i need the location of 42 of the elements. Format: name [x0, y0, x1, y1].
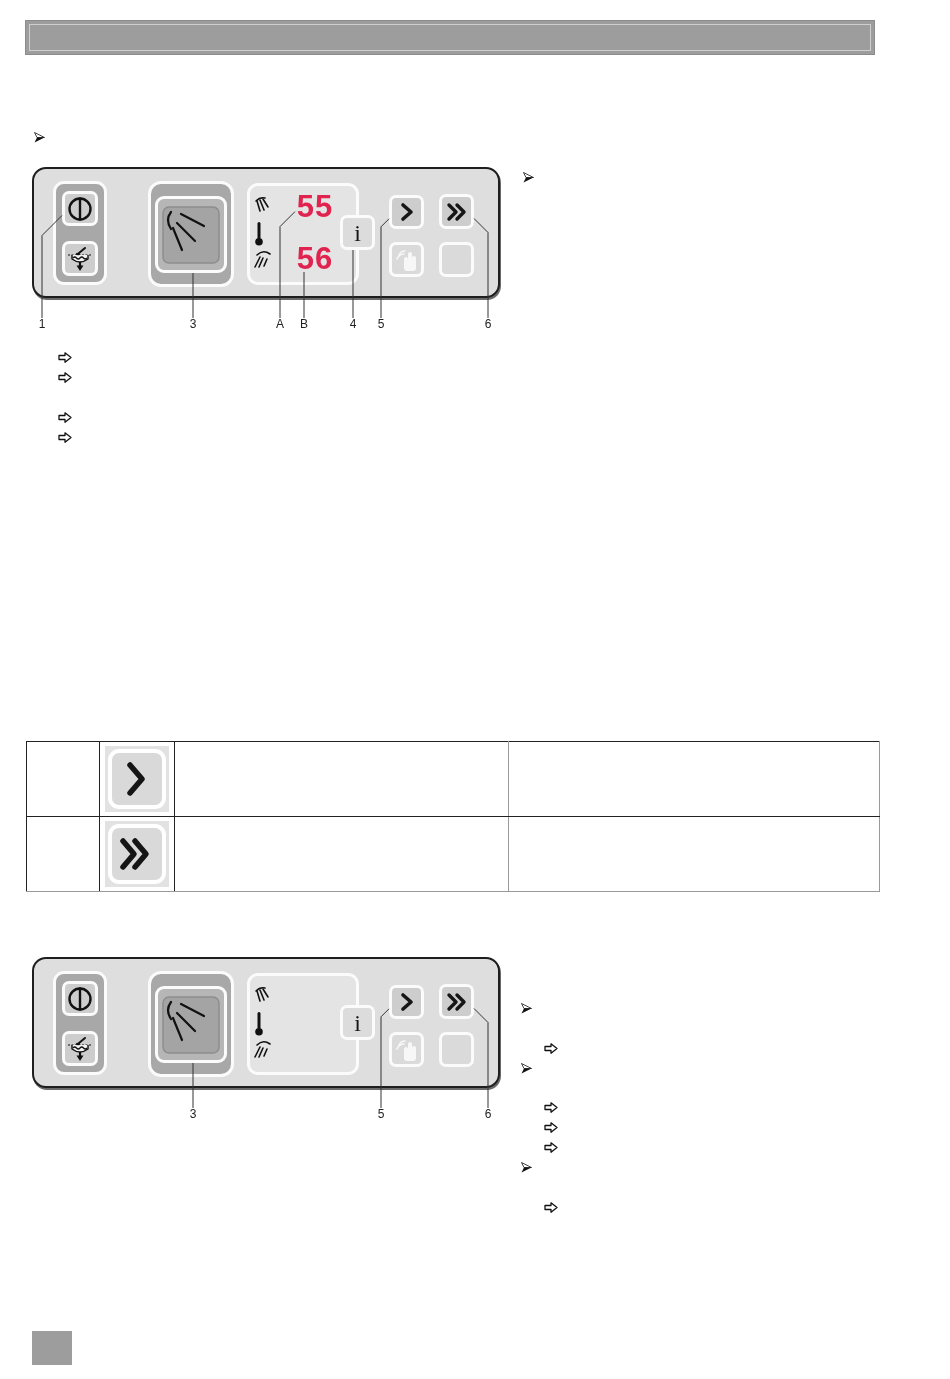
callout-number: 5: [377, 1108, 385, 1120]
hand-button: [389, 242, 424, 277]
leader-line: [192, 272, 194, 319]
spray-button: [155, 196, 227, 273]
callout-number: 3: [189, 318, 197, 330]
spray-button: [155, 986, 227, 1063]
leader-line: [41, 215, 63, 319]
leader-line: [473, 218, 489, 319]
blank-button: [439, 1032, 474, 1067]
leader-line: [303, 271, 305, 319]
display-readout: 56: [295, 244, 335, 272]
leader-line: [352, 249, 354, 319]
button-recess: [148, 971, 234, 1077]
fast-forward-button: [439, 194, 474, 229]
leader-line: [473, 1008, 489, 1109]
leader-line: [380, 1008, 390, 1109]
button-group-frame: [53, 971, 107, 1075]
callout-number: A: [276, 318, 284, 330]
callout-number: B: [300, 318, 308, 330]
callout-number: 4: [349, 318, 357, 330]
info-button: i: [340, 215, 375, 250]
control-panel: [32, 957, 500, 1088]
display-window: [247, 183, 359, 285]
leader-line: [192, 1062, 194, 1109]
display-readout: 55: [295, 192, 335, 220]
forward-button: [389, 985, 424, 1019]
leader-line: [279, 211, 296, 319]
blank-button: [439, 242, 474, 277]
leader-line: [380, 218, 390, 319]
fast-forward-button: [439, 984, 474, 1019]
hand-button: [389, 1032, 424, 1067]
callout-number: 3: [189, 1108, 197, 1120]
button-group-frame: [53, 181, 107, 285]
callout-number: 6: [484, 1108, 492, 1120]
forward-button: [389, 195, 424, 229]
control-panel: [32, 167, 500, 298]
callout-number: 6: [484, 318, 492, 330]
callout-number: 1: [38, 318, 46, 330]
button-recess: [148, 181, 234, 287]
display-window: [247, 973, 359, 1075]
info-button: i: [340, 1005, 375, 1040]
callout-number: 5: [377, 318, 385, 330]
